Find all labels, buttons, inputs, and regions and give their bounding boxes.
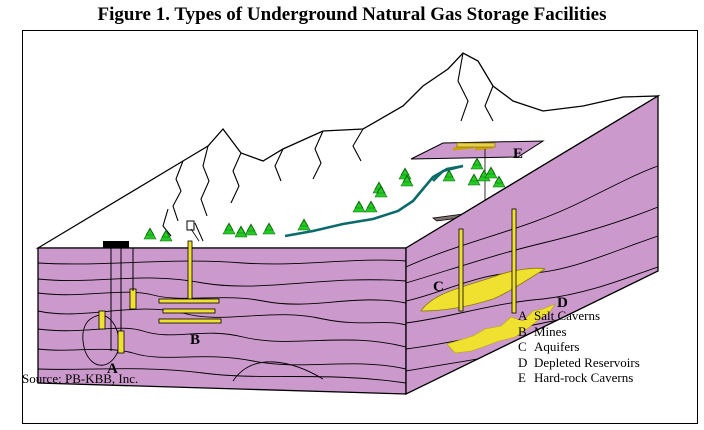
tree-icon [244,223,258,236]
rock-side-face [405,94,659,396]
trees [143,157,506,242]
well-c [458,228,464,312]
tree-icon [484,166,498,179]
mountain-ridges [162,52,494,237]
tree-icon [234,225,248,238]
label-d: D [557,295,568,311]
pipeline [284,164,464,238]
label-b: B [190,332,200,348]
tree-icon [262,222,276,235]
label-c: C [433,279,444,295]
derrick-icon [186,220,195,231]
mines-b [158,220,222,324]
storage-diagram: A B C D E [35,52,661,396]
tree-icon [297,218,311,231]
tree-icon [364,200,378,213]
tree-icon [442,169,456,182]
depleted-reservoir-d [446,303,556,354]
tree-icon [492,175,506,188]
label-a: A [107,361,118,377]
land-surface [35,52,661,249]
tree-icon [400,174,414,187]
source-note: Source: PB-KBB, Inc. [22,371,139,386]
tree-icon [470,157,484,170]
tree-icon [467,173,481,186]
tree-icon [352,200,366,213]
diagram-frame: A B C D E [22,30,698,424]
salt-caverns-a [98,241,137,354]
tree-icon [159,229,173,242]
figure-title: Figure 1. Types of Underground Natural G… [97,4,607,25]
tree-icon [143,227,157,240]
label-e: E [513,146,523,162]
tree-icon [374,185,388,198]
hard-rock-cavern-e [410,140,545,216]
tree-icon [222,222,236,235]
well-d [511,208,517,314]
